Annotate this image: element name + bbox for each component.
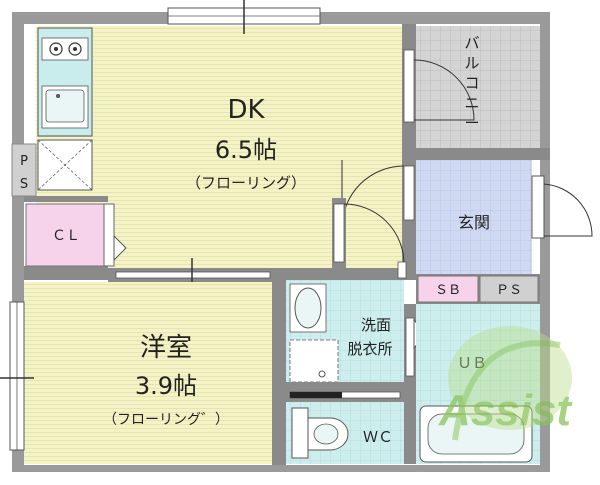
wall-balcony-entrance bbox=[402, 148, 550, 160]
wall-western-wet bbox=[272, 268, 286, 465]
svg-text:コ: コ bbox=[464, 74, 479, 92]
toilet-icon bbox=[291, 407, 349, 459]
wc-label: ＷＣ bbox=[363, 428, 393, 446]
stove-icon bbox=[41, 37, 89, 61]
entrance bbox=[416, 160, 532, 274]
western-floor: （フローリング゛） bbox=[103, 412, 229, 428]
ps-left-label-top: P bbox=[20, 154, 28, 169]
wall-segment bbox=[24, 196, 108, 202]
sb-label: ＳＢ bbox=[435, 283, 461, 298]
dk-floor: （フローリング） bbox=[186, 174, 306, 192]
ps-right bbox=[479, 275, 539, 303]
western-size: 3.9帖 bbox=[135, 372, 197, 400]
washroom-label-line2: 脱衣所 bbox=[347, 340, 392, 358]
refrigerator-space bbox=[37, 139, 93, 191]
sliding-door bbox=[115, 271, 271, 279]
wall-segment bbox=[24, 266, 108, 280]
western-room bbox=[24, 282, 272, 464]
dk-entrance-door bbox=[403, 165, 415, 221]
sink-icon bbox=[41, 85, 89, 129]
balcony bbox=[416, 26, 540, 148]
assist-watermark-logo: Assist bbox=[438, 326, 573, 441]
closet-label: ＣＬ bbox=[52, 228, 80, 244]
bath-door bbox=[405, 317, 415, 377]
washroom-door-swing bbox=[343, 203, 405, 265]
closet bbox=[25, 203, 105, 267]
svg-text:バ: バ bbox=[464, 34, 479, 52]
shoe-box bbox=[417, 275, 479, 303]
entrance-door bbox=[531, 175, 545, 239]
dk-label: DK bbox=[227, 95, 265, 125]
dk-size: 6.5帖 bbox=[215, 136, 277, 164]
ps-left bbox=[11, 143, 37, 197]
svg-text:Assist: Assist bbox=[438, 386, 573, 435]
wall-dk-wet bbox=[286, 268, 402, 280]
closet-door-arrow bbox=[113, 234, 127, 262]
washing-machine-icon bbox=[289, 339, 339, 383]
ps-left-label-bottom: S bbox=[20, 177, 28, 192]
closet-door bbox=[103, 203, 115, 267]
washroom-label-line1: 洗面 bbox=[361, 316, 391, 334]
western-label: 洋室 bbox=[140, 333, 192, 363]
bathtub-icon bbox=[419, 405, 533, 463]
entrance-label: 玄関 bbox=[458, 213, 490, 232]
svg-text:ル: ル bbox=[464, 54, 479, 72]
balcony-door-swing bbox=[413, 59, 475, 121]
washbasin-icon bbox=[289, 283, 327, 333]
svg-text:ー: ー bbox=[464, 114, 479, 132]
entrance-door-swing bbox=[543, 183, 593, 237]
balcony-label: バ ル コ ニ ー bbox=[464, 34, 479, 132]
ps-right-label: ＰＳ bbox=[496, 283, 522, 298]
balcony-door bbox=[403, 49, 415, 123]
